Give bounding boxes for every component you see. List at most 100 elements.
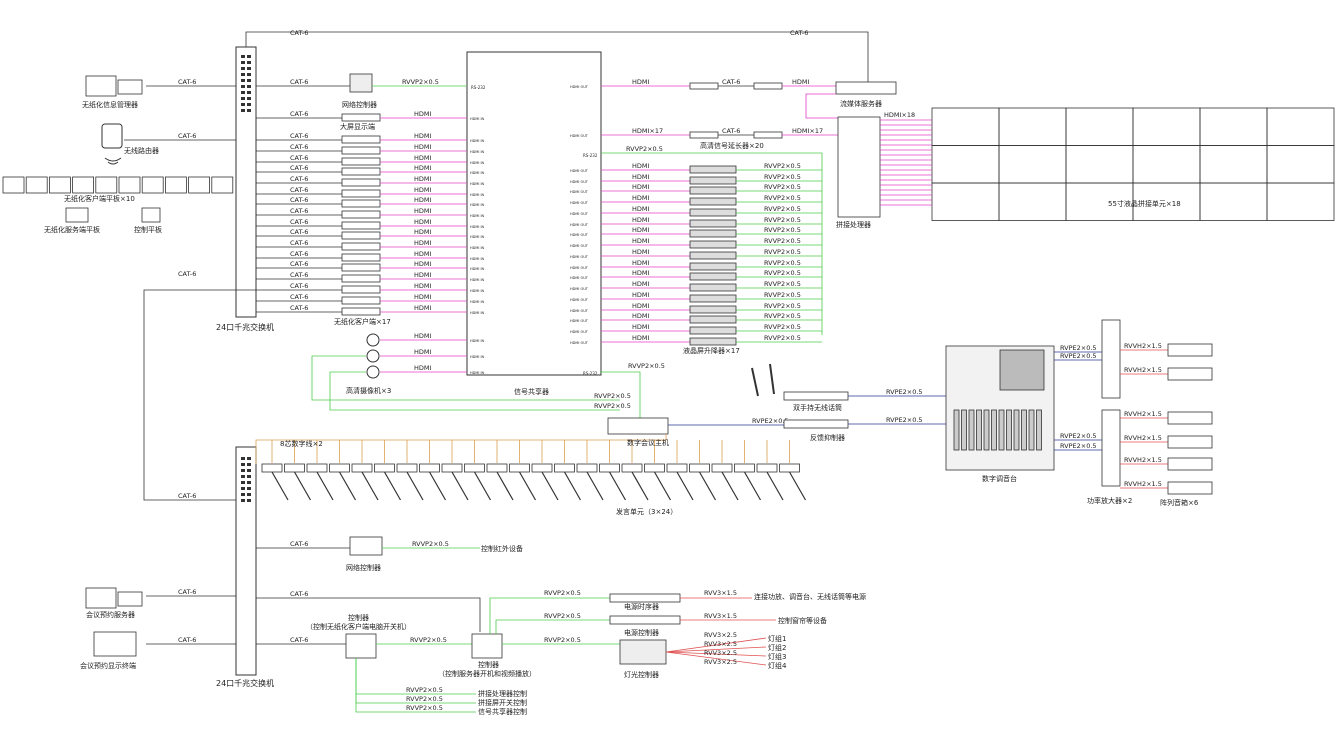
rvvp-label: RVVP2×0.5 (594, 392, 631, 400)
client-pc-icon (341, 307, 381, 316)
power-sequencer-icon (609, 593, 681, 603)
hdmi-label: HDMI (414, 250, 432, 258)
port-label: HDMI IN (470, 311, 485, 315)
hdmi-label: HDMI (632, 334, 650, 342)
speaking-unit-icon (711, 463, 733, 473)
cat6-label: CAT-6 (290, 175, 308, 183)
curtain-control-label: 控制窗帘等设备 (778, 616, 827, 625)
trunk-line (255, 434, 667, 464)
client-pc-icon (341, 221, 381, 230)
rvvp-label: RVVP2×0.5 (764, 334, 801, 342)
rvv-light (665, 646, 767, 653)
hdmi-label: HDMI (632, 237, 650, 245)
wall-panel (931, 182, 1000, 221)
speaking-unit-icon (329, 463, 350, 473)
gooseneck-icon (496, 471, 514, 501)
rvpe-label: RVPE2×0.5 (1060, 442, 1097, 450)
gooseneck-icon (743, 471, 762, 501)
gooseneck-icon (586, 471, 604, 501)
client-pc-icon (341, 167, 381, 176)
cat6-label: CAT-6 (178, 588, 196, 596)
wall-panel (1266, 145, 1335, 184)
speaking-unit-icon (396, 463, 418, 473)
lift-icon (689, 315, 737, 324)
hdmi-label: HDMI (414, 239, 432, 247)
tablet-icon (2, 176, 25, 194)
cat6-label: CAT-6 (790, 29, 808, 37)
tablet-icon (141, 176, 164, 194)
ir-control-label: 控制红外设备 (481, 544, 523, 553)
gooseneck-icon (428, 471, 447, 501)
camera-icon (366, 333, 380, 347)
extender-icon (689, 131, 719, 139)
gooseneck-icon (383, 471, 402, 501)
rvvh-label: RVVH2×1.5 (1124, 410, 1162, 418)
cat6-label: CAT-6 (722, 127, 740, 135)
wall-panel (998, 145, 1067, 184)
mixer-screen-icon (999, 349, 1045, 391)
rvvp-label: RVVP2×0.5 (764, 216, 801, 224)
hdmi-label: HDMI (632, 323, 650, 331)
port-label: HDMI IN (470, 214, 485, 218)
cat6-label: CAT-6 (290, 29, 308, 37)
hdmi-label: HDMI (632, 183, 650, 191)
hdmi-label: HDMI (632, 269, 650, 277)
ctrl-target-3: 信号共享器控制 (478, 707, 527, 716)
hdmi-label: HDMI (414, 186, 432, 194)
client-pc-icon (341, 178, 381, 187)
speaker-icon (1167, 435, 1213, 449)
hdmi-label: HDMI (632, 280, 650, 288)
speaking-unit-icon (779, 463, 800, 473)
video-wall-label: 55寸液晶拼接单元×18 (1108, 199, 1181, 208)
rvvp-camera (329, 371, 620, 411)
switch-bottom-label: 24口千兆交换机 (216, 678, 274, 688)
cat6-label: CAT-6 (290, 282, 308, 290)
keyboard-icon (117, 591, 143, 607)
speaker-icon (1167, 411, 1213, 425)
speaking-unit-icon (599, 463, 620, 473)
wall-panel (1065, 107, 1134, 146)
rvv-label: RVV3×1.5 (704, 612, 737, 620)
extender-icon (753, 131, 783, 139)
rvv-light (665, 651, 767, 657)
cat6-link (143, 289, 256, 501)
hdmi-label: HDMI (414, 164, 432, 172)
rvvp-label: RVVP2×0.5 (594, 402, 631, 410)
rvvh-label: RVVH2×1.5 (1124, 456, 1162, 464)
lift-icon (689, 165, 737, 174)
control-tablet-label: 控制平板 (134, 225, 162, 234)
cat6-top-trunk (245, 31, 869, 84)
net-controller2-icon (349, 536, 383, 556)
port-label: HDMI OUT (570, 341, 589, 345)
switch-bottom: 24口千兆交换机 (216, 446, 274, 688)
fader-icon (1013, 409, 1020, 451)
power-controller-icon (609, 615, 681, 625)
hdmi-label: HDMI (414, 110, 432, 118)
trunk-label: 8芯数字线×2 (280, 439, 323, 448)
rvvp-label: RVVP2×0.5 (406, 695, 443, 703)
hdmi-label: HDMI (632, 216, 650, 224)
switch-top-label: 24口千兆交换机 (216, 322, 274, 332)
tablet-icon (118, 176, 141, 194)
cat6-label: CAT-6 (290, 196, 308, 204)
rvvp-label: RVVP2×0.5 (764, 183, 801, 191)
client-pc-icon (341, 285, 381, 294)
rvvp-label: RVVP2×0.5 (626, 145, 663, 153)
lift-icon (689, 229, 737, 238)
net-controller-label: 网络控制器 (342, 100, 377, 109)
port-label: HDMI OUT (570, 180, 589, 184)
speaking-units-label: 发言单元（3×24） (616, 507, 677, 516)
rvvp-seq (489, 597, 610, 634)
extender-icon (689, 82, 719, 90)
digital-mixer-label: 数字调音台 (982, 474, 1017, 483)
gooseneck-icon (721, 471, 739, 501)
hdmi-label: HDMI (414, 293, 432, 301)
client-pc-icon (341, 199, 381, 208)
rvv-label: RVV3×2.5 (704, 658, 737, 666)
rvvh-label: RVVH2×1.5 (1124, 480, 1162, 488)
cat6-label: CAT-6 (290, 239, 308, 247)
port-label: HDMI OUT (570, 266, 589, 270)
cat6-label: CAT-6 (290, 78, 308, 86)
rvvp-label: RVVP2×0.5 (764, 237, 801, 245)
lift-icon (689, 262, 737, 271)
